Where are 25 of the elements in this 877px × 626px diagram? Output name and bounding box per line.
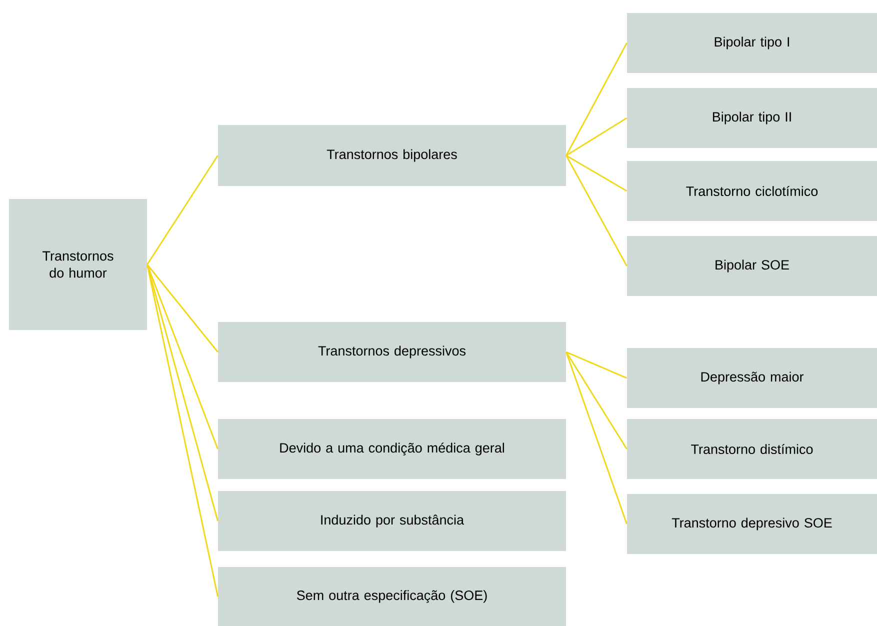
connector-line bbox=[146, 264, 219, 522]
box: Sem outra especificação (SOE) bbox=[218, 567, 566, 626]
connector-line bbox=[566, 155, 628, 266]
box: Transtornos depressivos bbox=[218, 322, 566, 382]
connector-line bbox=[146, 155, 218, 265]
box: Transtorno depresivo SOE bbox=[627, 494, 877, 554]
box: Bipolar tipo II bbox=[627, 88, 877, 148]
box: Depressão maior bbox=[627, 348, 877, 408]
box: Devido a uma condição médica geral bbox=[218, 419, 566, 479]
connector-line bbox=[566, 117, 628, 156]
box: Bipolar SOE bbox=[627, 236, 877, 296]
connector-line bbox=[146, 264, 218, 352]
connector-line bbox=[566, 351, 628, 379]
connector-line bbox=[566, 154, 628, 192]
box: Transtornos bipolares bbox=[218, 125, 566, 186]
box: Bipolar tipo I bbox=[627, 13, 877, 73]
box: Induzido por substância bbox=[218, 491, 566, 551]
box: Transtorno ciclotímico bbox=[627, 161, 877, 221]
connector-line bbox=[566, 352, 628, 450]
box: Transtorno distímico bbox=[627, 419, 877, 479]
connector-line bbox=[566, 42, 628, 156]
connector-line bbox=[146, 264, 219, 597]
connector-line bbox=[566, 352, 628, 524]
box: Transtornos do humor bbox=[9, 199, 147, 330]
connector-line bbox=[146, 264, 218, 450]
